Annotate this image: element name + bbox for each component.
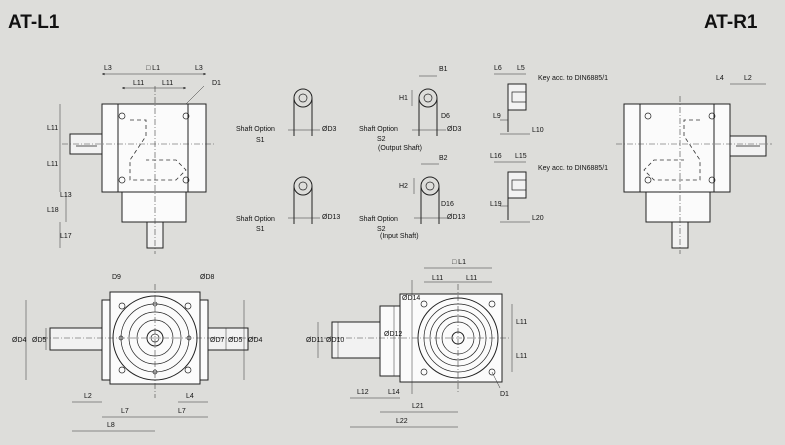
- label-d12: ØD12: [384, 331, 402, 338]
- label-b1: B1: [439, 66, 448, 73]
- label-sq-l1: □ L1: [146, 65, 160, 72]
- label-l11-v1: L11: [47, 125, 58, 132]
- label-l21: L21: [412, 403, 424, 410]
- label-l22: L22: [396, 418, 408, 425]
- label-d11: ØD11: [306, 337, 324, 344]
- label-d9: D9: [112, 274, 121, 281]
- label-b2: B2: [439, 155, 448, 162]
- label-shaft-option-4: Shaft Option: [359, 216, 398, 223]
- label-l11-v2: L11: [47, 161, 58, 168]
- label-l18: L18: [47, 207, 59, 214]
- shaft-option-s1-output: [288, 88, 320, 136]
- label-l14: L14: [388, 389, 400, 396]
- label-h2: H2: [399, 183, 408, 190]
- label-l11-front-b: L11: [466, 275, 477, 282]
- label-l2-r: L2: [744, 75, 752, 82]
- label-l11-front-v1: L11: [516, 319, 527, 326]
- label-l3-b: L3: [195, 65, 203, 72]
- label-d14: ØD14: [402, 295, 420, 302]
- side-view-at-r1: [616, 83, 772, 254]
- label-key-note-2: Key acc. to DIN6885/1: [538, 165, 608, 172]
- label-d7: ØD7: [210, 337, 225, 344]
- label-l9: L9: [493, 113, 501, 120]
- label-output-shaft: (Output Shaft): [378, 145, 422, 152]
- label-d6: D6: [441, 113, 450, 120]
- label-l1-front: □ L1: [452, 259, 466, 266]
- title-at-l1: AT-L1: [8, 12, 60, 33]
- label-d16: D16: [441, 201, 454, 208]
- label-h1: H1: [399, 95, 408, 102]
- label-s2-a: S2: [377, 136, 386, 143]
- key-detail-output: [494, 73, 530, 135]
- shaft-option-s1-input: [288, 176, 320, 224]
- label-l11-front-a: L11: [432, 275, 443, 282]
- label-key-note-1: Key acc. to DIN6885/1: [538, 75, 608, 82]
- label-d4-a: ØD4: [12, 337, 27, 344]
- label-l10: L10: [532, 127, 544, 134]
- label-l8: L8: [107, 422, 115, 429]
- label-l7-b: L7: [178, 408, 186, 415]
- label-l5: L5: [517, 65, 525, 72]
- label-shaft-option-1: Shaft Option: [236, 126, 275, 133]
- label-l17: L17: [60, 233, 72, 240]
- front-view: [317, 267, 513, 428]
- label-d1-front: D1: [500, 391, 509, 398]
- label-l13: L13: [60, 192, 72, 199]
- label-l16: L16: [490, 153, 502, 160]
- label-l4-r: L4: [716, 75, 724, 82]
- label-l2-b: L2: [84, 393, 92, 400]
- label-l6: L6: [494, 65, 502, 72]
- label-l12: L12: [357, 389, 369, 396]
- label-d10: ØD10: [326, 337, 344, 344]
- label-l15: L15: [515, 153, 527, 160]
- shaft-option-s2-input: [413, 163, 448, 224]
- label-shaft-option-2: Shaft Option: [359, 126, 398, 133]
- label-l11-a: L11: [133, 80, 144, 87]
- label-s1-b: S1: [256, 226, 265, 233]
- title-at-r1: AT-R1: [704, 12, 758, 33]
- top-view-at-l1: [25, 284, 256, 432]
- label-shaft-option-3: Shaft Option: [236, 216, 275, 223]
- label-d3-b: ØD3: [447, 126, 462, 133]
- label-d8: ØD8: [200, 274, 215, 281]
- label-d5-b: ØD5: [228, 337, 243, 344]
- key-detail-input: [494, 161, 530, 223]
- label-l19: L19: [490, 201, 502, 208]
- shaft-option-s2-output: [411, 75, 446, 136]
- label-s1-a: S1: [256, 137, 265, 144]
- label-l3-a: L3: [104, 65, 112, 72]
- label-l20: L20: [532, 215, 544, 222]
- label-l11-front-v2: L11: [516, 353, 527, 360]
- label-d13-a: ØD13: [322, 214, 340, 221]
- label-d3-a: ØD3: [322, 126, 337, 133]
- label-l11-b: L11: [162, 80, 173, 87]
- side-view-at-l1: [59, 72, 214, 254]
- label-l4-b: L4: [186, 393, 194, 400]
- label-d4-b: ØD4: [248, 337, 263, 344]
- label-l7-a: L7: [121, 408, 129, 415]
- label-s2-b: S2: [377, 226, 386, 233]
- label-input-shaft: (Input Shaft): [380, 233, 419, 240]
- label-d13-b: ØD13: [447, 214, 465, 221]
- label-d5-a: ØD5: [32, 337, 47, 344]
- label-d1: D1: [212, 80, 221, 87]
